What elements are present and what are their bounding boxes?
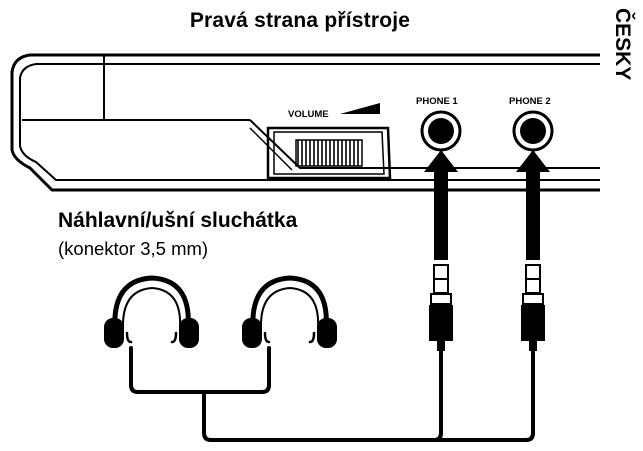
plug-1 bbox=[429, 264, 453, 351]
plug-2 bbox=[521, 264, 545, 351]
headphones-1-icon bbox=[104, 275, 199, 348]
volume-label: VOLUME bbox=[288, 109, 329, 120]
headphones-connector-label: (konektor 3,5 mm) bbox=[58, 238, 209, 259]
headphone-cables bbox=[129, 346, 535, 442]
language-tab: ČESKY bbox=[611, 8, 634, 81]
arrow-phone-2 bbox=[516, 150, 550, 260]
headphones-label: Náhlavní/ušní sluchátka bbox=[58, 209, 298, 232]
arrow-phone-1 bbox=[424, 150, 458, 260]
volume-slider bbox=[266, 126, 392, 180]
phone-1-label: PHONE 1 bbox=[416, 96, 458, 107]
device-side-panel bbox=[10, 53, 600, 192]
headphones-2-icon bbox=[242, 275, 337, 348]
volume-ramp-icon bbox=[340, 103, 380, 114]
phone-2-jack bbox=[512, 110, 554, 152]
phone-1-jack bbox=[420, 110, 462, 152]
diagram-title: Pravá strana přístroje bbox=[189, 9, 411, 32]
phone-2-label: PHONE 2 bbox=[509, 96, 551, 107]
